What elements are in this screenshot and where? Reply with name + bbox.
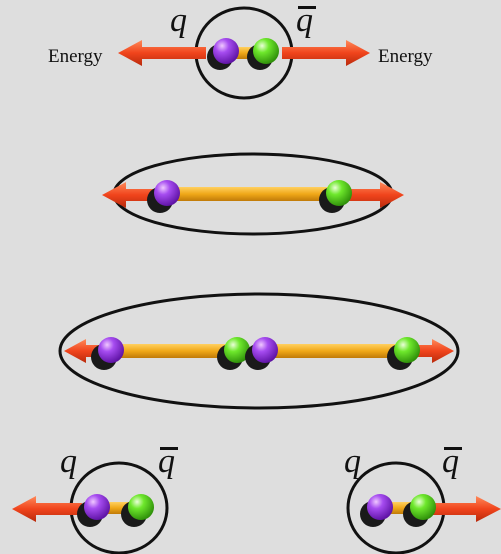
arrow-right [432, 496, 501, 522]
antiquark [326, 180, 352, 206]
arrow-right [415, 339, 454, 363]
energy-label-right: Energy [378, 46, 433, 67]
quark [98, 337, 124, 363]
stage-initial-pair: Energy Energy q q [48, 2, 433, 100]
quark-label: q [60, 443, 77, 480]
new-quark [252, 337, 278, 363]
arrow-left [102, 182, 165, 208]
antiquark-bar [160, 447, 178, 450]
antiquark [394, 337, 420, 363]
string [168, 187, 338, 201]
string-left [114, 344, 232, 358]
antiquark [253, 38, 279, 64]
arrow-right [282, 40, 370, 66]
stage-meson-right: q q [344, 443, 501, 554]
antiquark-label: q [442, 443, 459, 480]
antiquark [410, 494, 436, 520]
antiquark-bar [444, 447, 462, 450]
arrow-left [118, 40, 206, 66]
antiquark [128, 494, 154, 520]
hadron-boundary [58, 292, 460, 410]
stage-string-breaks [58, 292, 460, 410]
antiquark-label: q [296, 2, 313, 39]
quark [367, 494, 393, 520]
quark [213, 38, 239, 64]
energy-label-left: Energy [48, 46, 103, 67]
string-right [272, 344, 402, 358]
quark-label: q [344, 443, 361, 480]
antiquark-label: q [158, 443, 175, 480]
arrow-left [12, 496, 82, 522]
quark [154, 180, 180, 206]
quark [84, 494, 110, 520]
antiquark-bar [298, 6, 316, 9]
arrow-right [340, 182, 404, 208]
stage-stretched-string [102, 152, 404, 236]
quark-label: q [170, 2, 187, 39]
new-antiquark [224, 337, 250, 363]
stage-meson-left: q q [12, 443, 178, 554]
